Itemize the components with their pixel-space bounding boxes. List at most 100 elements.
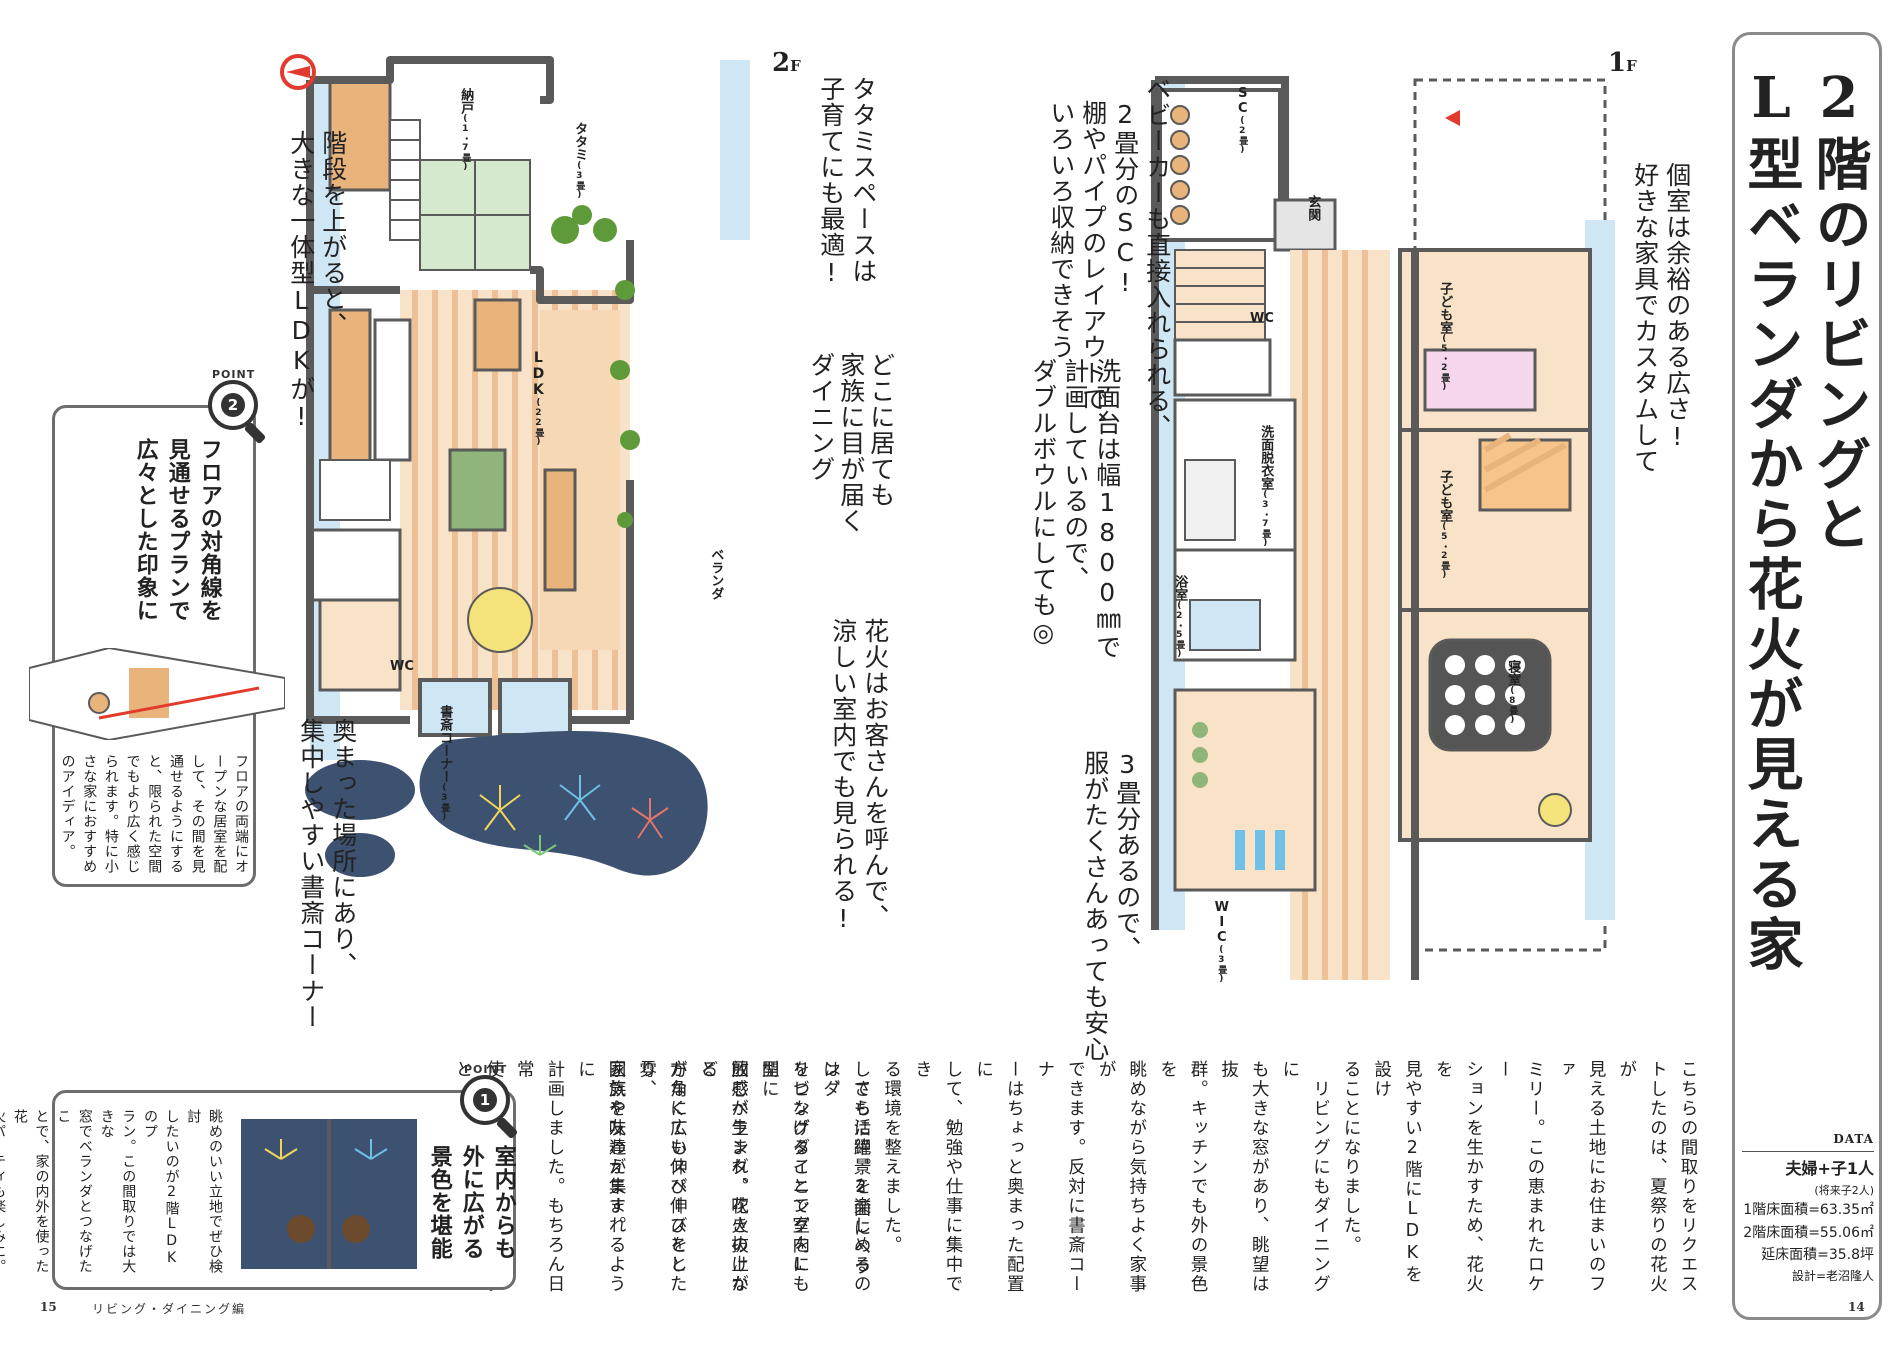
text-line: 群。キッチンでも外の景色を bbox=[1157, 1060, 1208, 1294]
text-line: して、勉強や仕事に集中でき bbox=[912, 1060, 963, 1294]
note-room-2: 好きな家具でカスタムして bbox=[1630, 162, 1660, 474]
text-line: 方角に広いスペースをとり、 bbox=[636, 1060, 688, 1275]
label-nando: 納戸(1・7畳) bbox=[458, 88, 474, 172]
text-line: したいのが2階LDKのプ bbox=[141, 1109, 180, 1267]
text-line: 計画しました。もちろん日常 bbox=[514, 1060, 565, 1294]
text-line: 眺めのいい立地でぜひ検討 bbox=[185, 1109, 223, 1274]
text-line: 通せるようにする bbox=[167, 754, 184, 874]
text-line: ラン。この間取りでは大きな bbox=[98, 1109, 137, 1274]
page-title-line1: 2階のリビングと bbox=[1806, 65, 1872, 555]
point2-title-3: 広々とした印象に bbox=[132, 438, 158, 622]
label-kodomo-2: 子ども室(5・2畳) bbox=[1437, 470, 1453, 580]
wc-1f bbox=[1173, 338, 1272, 397]
data-total: 延床面積=35.8坪 bbox=[1761, 1247, 1874, 1264]
label-senmen: 洗面脱衣室(3・7畳) bbox=[1258, 425, 1274, 548]
study-corner bbox=[318, 598, 402, 692]
data-family-note: (将来子2人) bbox=[1814, 1183, 1874, 1197]
refrigerator bbox=[319, 459, 391, 521]
data-floor2: 2階床面積=55.06㎡ bbox=[1743, 1224, 1874, 1241]
label-wc-1f: WC bbox=[1250, 311, 1274, 326]
note-hanabi-1: 花火はお客さんを呼んで、 bbox=[860, 618, 890, 930]
label-wic: WIC(3畳) bbox=[1214, 900, 1230, 984]
note-dining-1: どこに居ても bbox=[866, 352, 896, 508]
text-line: 見やすい2階にLDKを設け bbox=[1371, 1060, 1423, 1285]
label-ldk: LDK(22畳) bbox=[530, 350, 547, 447]
text-line: して、その間を見 bbox=[189, 754, 206, 874]
note-shosai-1: 奥まった場所にあり、 bbox=[328, 718, 358, 978]
text-line: トしたのは、夏祭りの花火が bbox=[1616, 1060, 1668, 1294]
data-label: DATA bbox=[1833, 1132, 1874, 1146]
note-baby-2: 2畳分のSC! bbox=[1110, 100, 1140, 298]
text-line: できます。反対に書斎コーナ bbox=[1034, 1060, 1086, 1294]
note-dining-3: ダイニング bbox=[806, 352, 836, 482]
note-tatami-1: タタミスペースは bbox=[848, 76, 878, 284]
point1-magnifier-icon: POINT 1 bbox=[460, 1063, 519, 1140]
text-line: 窓でベランダとつなげたこ bbox=[55, 1109, 93, 1274]
floor-plan-2f bbox=[305, 56, 750, 877]
label-tatami: タタミ(3畳) bbox=[572, 122, 588, 200]
point2-box: フロアの対角線を 見通せるプランで 広々とした印象に フロアの両端にオープンな居… bbox=[29, 405, 285, 887]
title-box: 2階のリビングと L型ベランダから花火が見える家 bbox=[1732, 32, 1882, 1320]
page-number-left: 15 bbox=[40, 1300, 57, 1314]
text-line: さらに絶景を楽しめるのは、 bbox=[820, 1060, 872, 1294]
text-line: ることになりました。 bbox=[1341, 1060, 1362, 1255]
text-line: のアイディア。 bbox=[59, 754, 76, 859]
text-line: こちらの間取りをリクエス bbox=[1678, 1060, 1698, 1294]
label-sc: SC(2畳) bbox=[1235, 86, 1251, 155]
text-line: がなくても伸び伸びとした雰 bbox=[636, 1060, 688, 1294]
floor-label-2f: 2F bbox=[772, 48, 801, 78]
data-design: 設計=老沼隆人 bbox=[1791, 1268, 1874, 1283]
label-wc-2f: WC bbox=[390, 659, 414, 674]
note-sink-3: ダブルボウルにしても◎ bbox=[1028, 358, 1058, 648]
note-dining-2: 家族に目が届く bbox=[836, 352, 866, 534]
label-veranda: ベランダ bbox=[708, 548, 724, 600]
point1-title-3: 景色を堪能 bbox=[426, 1145, 452, 1260]
label-shosai: 書斎コーナー(3畳) bbox=[437, 705, 453, 822]
note-stairs-1: 階段を上がると、 bbox=[318, 130, 348, 338]
data-floor1: 1階床面積=63.35㎡ bbox=[1743, 1202, 1874, 1219]
page-number-right: 14 bbox=[1848, 1300, 1865, 1314]
body-text-left: しても活躍。2面にベランダをつなげることで室内にも開放感が生まれ、吹き抜けなどが… bbox=[606, 1060, 876, 1295]
text-line: る環境を整えました。 bbox=[881, 1060, 902, 1255]
point1-box: 眺めのいい立地でぜひ検討したいのが2階LDKのプラン。この間取りでは大きな窓でベ… bbox=[0, 1090, 516, 1290]
dining-table bbox=[473, 298, 522, 372]
page-title-line2: L型ベランダから花火が見える家 bbox=[1738, 65, 1804, 975]
point2-illustration bbox=[29, 648, 285, 740]
text-line: リビングダイニングをL型に bbox=[759, 1060, 810, 1277]
note-tatami-2: 子育てにも最適! bbox=[816, 76, 846, 288]
compass-icon bbox=[280, 54, 316, 90]
section-name: リビング・ダイニング編 bbox=[92, 1302, 247, 1316]
point1-title-2: 外に広がる bbox=[458, 1145, 484, 1260]
text-line: をつなげることで室内にも開 bbox=[759, 1060, 810, 1294]
point1-body: 眺めのいい立地でぜひ検討したいのが2階LDKのプラン。この間取りでは大きな窓でベ… bbox=[0, 1109, 225, 1275]
sofa bbox=[448, 448, 507, 532]
text-line: 囲むベランダ。花火の上がる bbox=[698, 1060, 749, 1294]
data-box: DATA 夫婦+子1人 (将来子2人) 1階床面積=63.35㎡ 2階床面積=5… bbox=[1742, 1130, 1874, 1286]
entrance-marker-icon bbox=[1445, 110, 1460, 126]
text-line: とで、家の内外を使った花 bbox=[11, 1109, 50, 1274]
note-sink-2: 計画しているので、 bbox=[1060, 358, 1090, 592]
text-line: ープンな居室を配 bbox=[211, 754, 228, 874]
text-line: ミリー。この恵まれたロケー bbox=[1494, 1060, 1545, 1294]
sky-edge-right bbox=[720, 60, 750, 240]
body-text-right: こちらの間取りをリクエストしたのは、夏祭りの花火が見える土地にお住まいのファミリ… bbox=[453, 1060, 1703, 1295]
point2-title-1: フロアの対角線を bbox=[196, 438, 222, 622]
text-line: も大きな窓があり、眺望は抜 bbox=[1218, 1060, 1270, 1294]
floor-label-1f: 1F bbox=[1608, 48, 1637, 78]
point2-title-2: 見通せるプランで bbox=[164, 438, 190, 622]
text-line: ーはちょっと奥まった配置に bbox=[973, 1060, 1025, 1294]
point1-title-1: 室内からも bbox=[490, 1145, 516, 1260]
text-line: フロアの両端にオ bbox=[233, 754, 249, 874]
text-line: ションを生かすため、花火を bbox=[1433, 1060, 1484, 1294]
point2-magnifier-icon: POINT 2 bbox=[208, 368, 267, 445]
floor-plan-1f bbox=[1151, 76, 1615, 980]
label-shinshitsu: 寝室(8畳) bbox=[1505, 660, 1521, 725]
night-sky-pond bbox=[419, 731, 708, 876]
text-line: 眺めながら気持ちよく家事が bbox=[1096, 1060, 1147, 1294]
tv-board bbox=[543, 468, 577, 592]
label-kodomo-1: 子ども室(5・2畳) bbox=[1437, 282, 1453, 392]
note-stairs-2: 大きな一体型LDKが! bbox=[286, 130, 316, 432]
genkan-floor bbox=[1273, 198, 1337, 252]
note-wic-2: 服がたくさんあっても安心 bbox=[1080, 750, 1110, 1062]
label-genkan: 玄関 bbox=[1305, 195, 1321, 221]
